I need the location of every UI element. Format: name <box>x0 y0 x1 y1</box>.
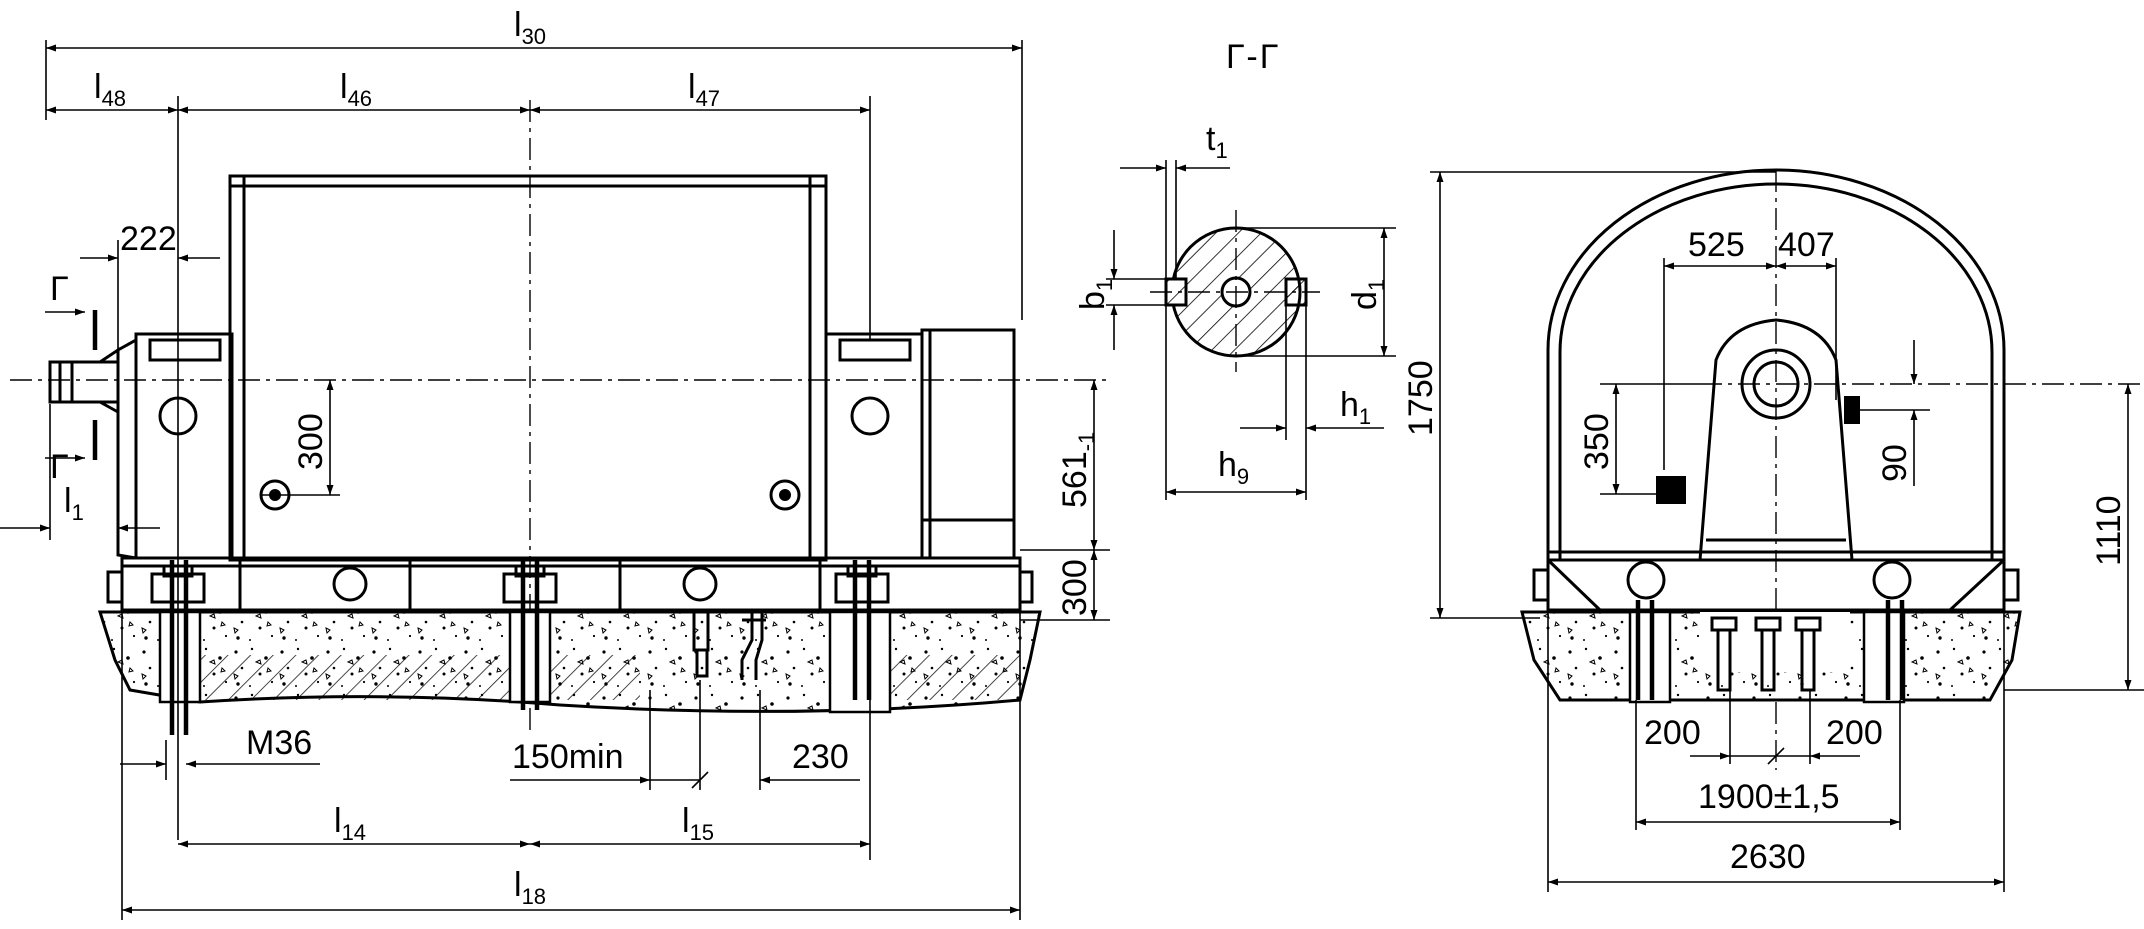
dim-2630: 2630 <box>1730 838 1806 876</box>
dim-l1: l1 <box>64 482 84 525</box>
dim-350: 350 <box>1578 413 1616 470</box>
dim-300-base: 300 <box>1056 559 1094 616</box>
side-view: 525 407 1750 350 90 1110 200 200 <box>1402 168 2144 892</box>
dim-l48: l48 <box>94 68 126 111</box>
dim-1750: 1750 <box>1402 360 1440 436</box>
dim-t1: t1 <box>1206 120 1228 163</box>
dim-1110: 1110 <box>2090 495 2128 566</box>
dim-525: 525 <box>1688 226 1745 264</box>
dim-h9: h9 <box>1218 446 1249 489</box>
dim-l30: l30 <box>514 6 546 49</box>
dim-561: 561-1 <box>1056 432 1099 508</box>
left-bearing <box>134 332 234 560</box>
side-bearing-pedestal <box>1698 318 1854 562</box>
dim-h1: h1 <box>1340 386 1371 429</box>
dim-230: 230 <box>792 738 849 776</box>
dim-222: 222 <box>120 220 177 258</box>
dim-200-left: 200 <box>1644 714 1701 752</box>
dim-1900: 1900±1,5 <box>1698 778 1840 816</box>
section-mark-bottom: Г <box>50 448 68 486</box>
section-mark-top: Г <box>50 270 68 308</box>
dim-l18: l18 <box>514 866 546 909</box>
section-title: Г-Г <box>1226 38 1280 76</box>
right-bearing <box>824 332 924 560</box>
dim-d1: d1 <box>1346 279 1389 310</box>
dim-300-shaft: 300 <box>292 413 330 470</box>
motor-stator <box>228 174 828 562</box>
enclosure-cover <box>1546 168 2006 560</box>
dim-200-right: 200 <box>1826 714 1883 752</box>
dim-b1: b1 <box>1074 279 1117 310</box>
dim-90: 90 <box>1876 444 1914 482</box>
dim-l15: l15 <box>682 802 714 845</box>
shaft-section: Г-Г t1 b1 d1 h1 h9 <box>1074 38 1396 500</box>
bolt-m36: M36 <box>246 724 312 762</box>
dim-407: 407 <box>1778 226 1835 264</box>
dim-l47: l47 <box>688 68 720 111</box>
front-view: Г Г l30 l48 l46 l47 222 300 l1 <box>0 6 1110 920</box>
exciter <box>920 328 1016 522</box>
dim-l46: l46 <box>340 68 372 111</box>
dim-l14: l14 <box>334 802 366 845</box>
dim-150min: 150min <box>512 738 624 776</box>
